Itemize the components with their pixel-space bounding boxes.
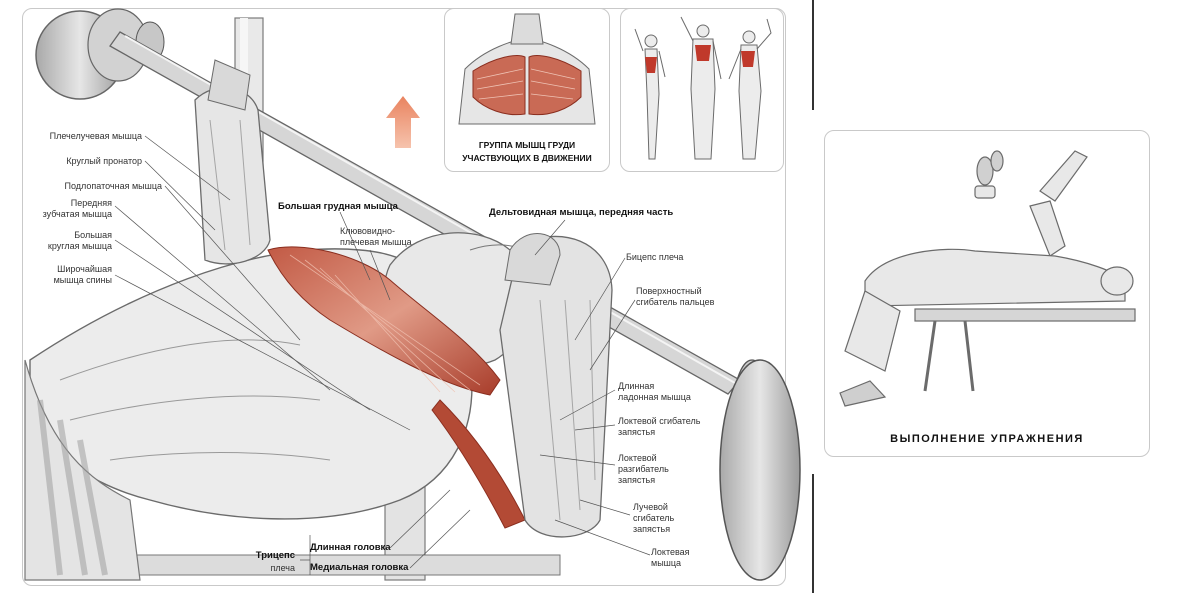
label-flexor-radialis-1: Лучевой [633,502,668,512]
right-arm-sketch [499,233,613,538]
label-flexor-superficialis-1: Поверхностный [636,286,702,296]
label-anconeus-1: Локтевая [651,547,690,557]
label-triceps-2: плеча [270,563,295,573]
exercise-drawing [839,150,1136,407]
label-pectoralis-major: Большая грудная мышца [278,201,398,212]
label-flexor-superficialis-2: сгибатель пальцев [636,297,715,307]
label-anconeus-2: мышца [651,558,682,568]
label-latissimus-1: Широчайшая [57,264,112,274]
label-palmaris-2: ладонная мышца [618,392,691,402]
chest-inset-caption-1: ГРУППА МЫШЦ ГРУДИ [478,140,576,150]
label-palmaris-1: Длинная [618,381,655,391]
label-extensor-ulnaris-2: разгибатель [618,464,669,474]
exercise-execution-inset: ВЫПОЛНЕНИЕ УПРАЖНЕНИЯ [824,130,1150,457]
label-flexor-ulnaris-1: Локтевой сгибатель [618,416,701,426]
label-coracobrachialis-1: Клювовидно- [340,226,395,236]
arrow-up-icon [386,96,420,148]
leader-lines [114,135,651,575]
label-teres-major-2: круглая мышца [47,241,112,251]
label-flexor-radialis-3: запястья [633,524,671,534]
chest-inset-caption-2: УЧАСТВУЮЩИХ В ДВИЖЕНИИ [462,153,592,163]
label-serratus-1: Передняя [70,198,112,208]
label-subscapularis: Подлопаточная мышца [64,181,162,191]
chest-inset-drawing [458,13,596,125]
label-medial-head: Медиальная головка [310,562,409,573]
label-triceps-1: Трицепс [255,550,295,561]
left-arm-sketch [194,59,271,265]
label-teres-major-1: Большая [74,230,112,240]
label-extensor-ulnaris-1: Локтевой [618,453,657,463]
label-serratus-2: зубчатая мышца [42,209,112,219]
label-deltoid-anterior: Дельтовидная мышца, передняя часть [489,207,674,218]
chest-muscles-inset: ГРУППА МЫШЦ ГРУДИ УЧАСТВУЮЩИХ В ДВИЖЕНИИ [444,8,610,172]
label-biceps: Бицепс плеча [626,252,684,262]
exercise-inset-caption: ВЫПОЛНЕНИЕ УПРАЖНЕНИЯ [890,433,1084,445]
label-pronator-teres: Круглый пронатор [66,156,142,166]
figures-drawing [634,16,772,160]
separator-line-top [812,0,814,110]
barbell-plate-right [719,359,801,581]
label-extensor-ulnaris-3: запястья [618,475,656,485]
label-latissimus-2: мышца спины [53,275,112,285]
separator-line-bottom [812,474,814,593]
anatomy-figures-inset [620,8,784,172]
label-coracobrachialis-2: плечевая мышца [340,237,412,247]
label-long-head: Длинная головка [310,542,391,553]
pectoralis-major-muscle [267,246,526,529]
label-flexor-ulnaris-2: запястья [618,427,656,437]
label-brachioradialis: Плечелучевая мышца [49,131,142,141]
label-flexor-radialis-2: сгибатель [633,513,675,523]
